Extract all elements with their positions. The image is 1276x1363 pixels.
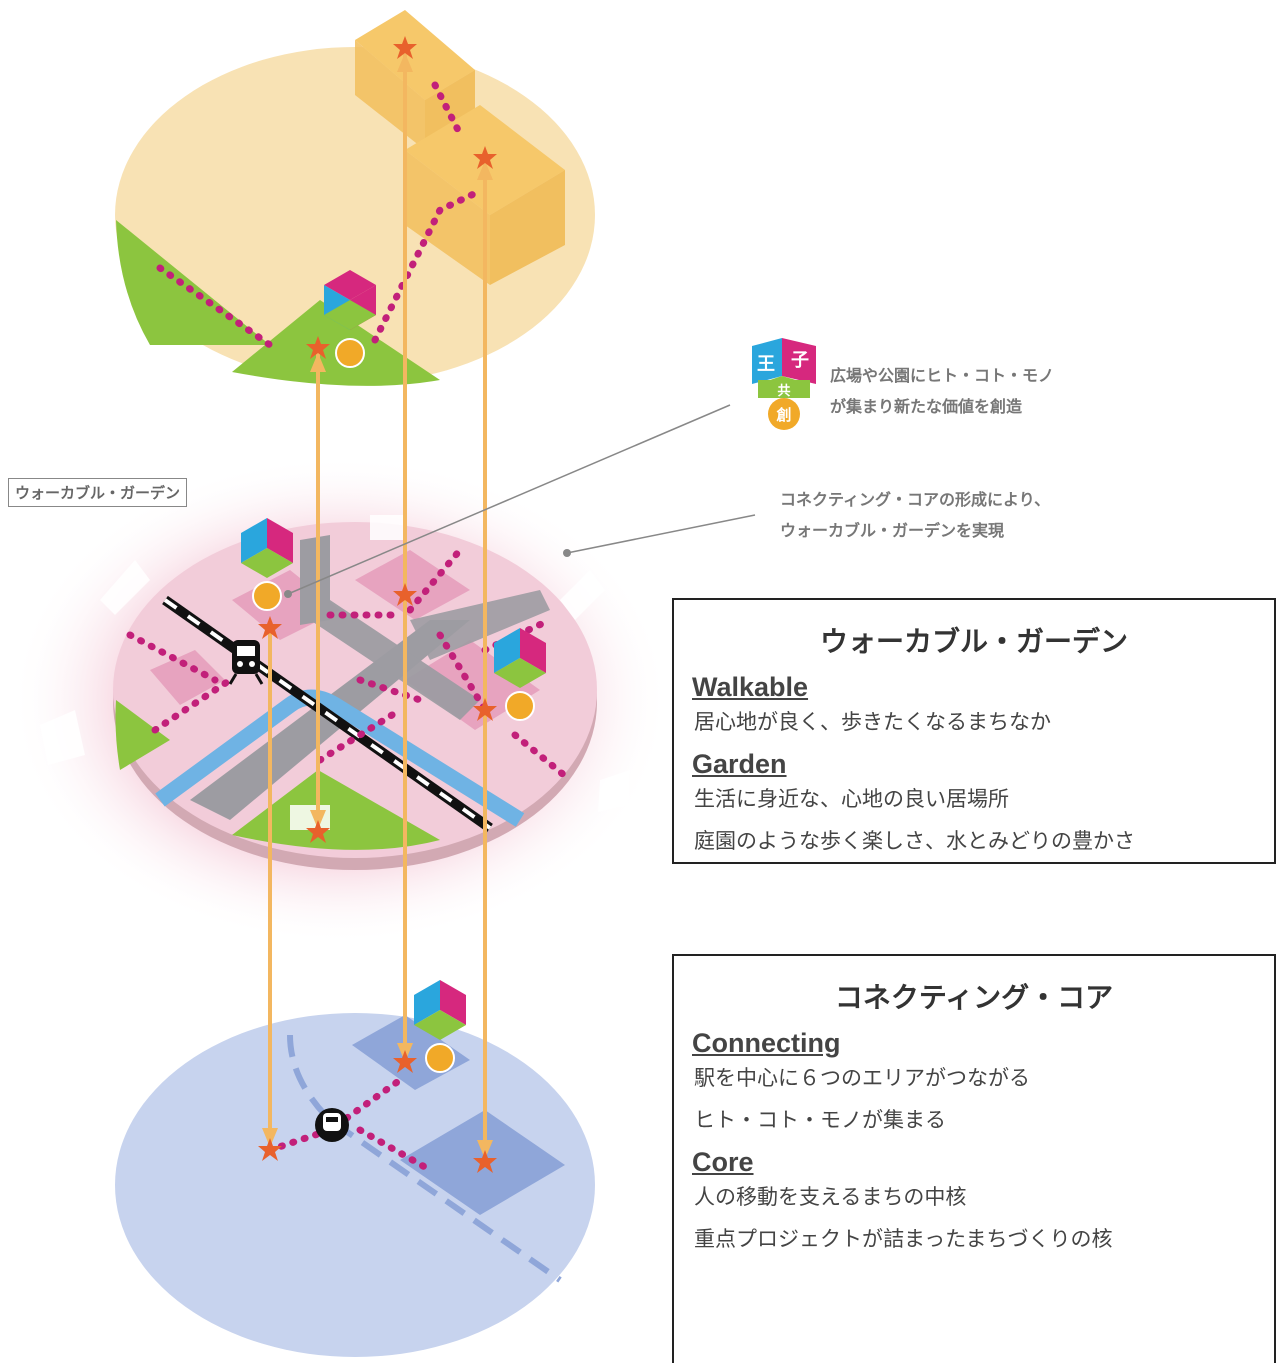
kyoso-cube-marker	[414, 980, 466, 1073]
box-title: ウォーカブル・ガーデン	[819, 625, 1128, 658]
term-description: 重点プロジェクトが詰まったまちづくりの核	[694, 1227, 1113, 1251]
kyoso-cube-marker	[494, 628, 546, 721]
callout-line: コネクティング・コアの形成により、	[780, 490, 1051, 509]
top-layer	[115, 10, 595, 386]
vertical-connectors	[262, 50, 493, 1162]
building-cube	[355, 10, 475, 150]
kyoso-cube-marker	[241, 518, 293, 611]
leader-lines	[284, 404, 756, 598]
callout-line: 広場や公園にヒト・コト・モノ	[830, 366, 1055, 385]
flow-arrows	[40, 515, 630, 830]
green-area	[232, 300, 440, 386]
term-description: 居心地が良く、歩きたくなるまちなか	[694, 710, 1051, 734]
project-stars	[258, 36, 497, 1173]
callout-line: が集まり新たな価値を創造	[830, 397, 1023, 416]
term-description: ヒト・コト・モノが集まる	[694, 1108, 946, 1132]
term-description: 生活に身近な、心地の良い居場所	[694, 787, 1009, 811]
city-block	[150, 650, 225, 705]
term-description: 駅を中心に６つのエリアがつながる	[694, 1066, 1030, 1090]
logo-char: 創	[775, 406, 791, 424]
term-description: 人の移動を支えるまちの中核	[694, 1185, 967, 1209]
walkable-garden-label: ウォーカブル・ガーデン	[8, 478, 188, 507]
kyoso-cube-marker	[324, 270, 376, 368]
logo-char: 共	[777, 383, 790, 399]
middle-layer	[10, 455, 670, 945]
term-description: 庭園のような歩く楽しさ、水とみどりの豊かさ	[694, 829, 1135, 853]
green-area	[232, 770, 440, 850]
connecting-core-box: コネクティング・コア Connecting 駅を中心に６つのエリアがつながる ヒ…	[672, 954, 1276, 1363]
logo-char: 王	[757, 354, 775, 375]
term-connecting: Connecting	[692, 1028, 841, 1058]
walkable-garden-box: ウォーカブル・ガーデン Walkable 居心地が良く、歩きたくなるまちなか G…	[672, 598, 1276, 864]
term-core: Core	[692, 1147, 754, 1177]
bottom-layer	[115, 1013, 595, 1357]
city-block	[355, 550, 470, 620]
callout-line: ウォーカブル・ガーデンを実現	[780, 521, 1005, 540]
logo-char: 子	[791, 350, 809, 371]
train-icon	[228, 640, 264, 685]
term-garden: Garden	[692, 749, 787, 779]
logo-callout: 広場や公園にヒト・コト・モノ が集まり新たな価値を創造	[830, 360, 1054, 422]
green-area	[115, 700, 170, 770]
term-walkable: Walkable	[692, 672, 809, 702]
green-area	[116, 220, 270, 345]
box-title: コネクティング・コア	[834, 981, 1114, 1014]
station-icon	[315, 1108, 349, 1142]
connecting-core-callout: コネクティング・コアの形成により、 ウォーカブル・ガーデンを実現	[780, 484, 1050, 546]
oji-kyoso-logo: 王 子 共 創	[752, 338, 816, 430]
